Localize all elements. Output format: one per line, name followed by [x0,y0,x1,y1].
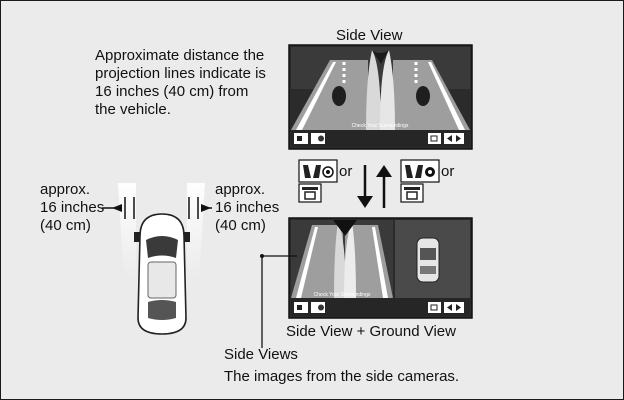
switch-arrows [357,165,392,208]
exit-icon [428,133,441,144]
camera-icon [294,133,308,144]
exit-icon [428,302,441,313]
arrows-icon [444,302,464,313]
or-label-right: or [441,163,454,181]
side-views-title: Side Views [224,346,298,364]
vehicle-top-view [102,183,212,334]
camera-button-icon-left [299,160,337,182]
approx-label-left: approx. 16 inches (40 cm) [40,181,104,235]
camera-icon [294,302,308,313]
approx-label-right: approx. 16 inches (40 cm) [215,181,279,235]
view-toggle-icon [311,302,325,313]
view-toggle-icon [311,133,325,144]
side-view-title: Side View [336,27,402,45]
side-views-description: The images from the side cameras. [224,368,459,386]
camera-button-icon-right [401,160,439,182]
arrows-icon [444,133,464,144]
or-label-left: or [339,163,352,181]
side-ground-view-screen: Check Your Surroundings [289,218,472,318]
bottom-screen-banner: Check Your Surroundings [314,292,371,298]
display-button-icon-right [401,184,423,202]
display-button-icon-left [299,184,321,202]
top-screen-banner: Check Your Surroundings [352,123,409,129]
side-view-screen: Check Your Surroundings [289,45,472,149]
distance-note: Approximate distance the projection line… [95,47,266,119]
side-ground-view-title: Side View + Ground View [286,323,456,341]
